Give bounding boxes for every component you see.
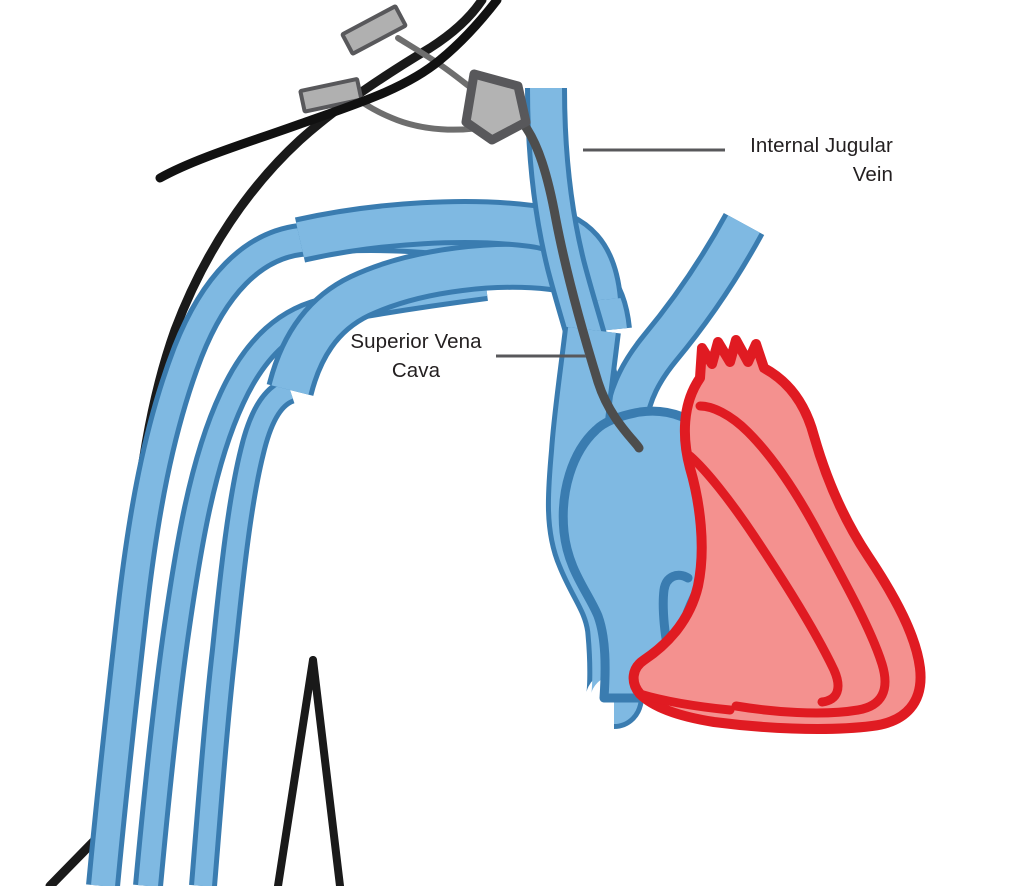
catheter-clamp-lower (298, 77, 364, 114)
catheter-intravascular-line (517, 117, 644, 453)
heart (628, 335, 926, 734)
heart-inferior-border (635, 689, 735, 715)
leader-lines (496, 148, 725, 358)
label-internal-jugular-vein: Internal Jugular Vein (750, 134, 893, 186)
heart-silhouette (628, 335, 926, 734)
label-superior-vena-cava: Superior Vena Cava (350, 330, 482, 382)
torso-outline (274, 656, 344, 886)
catheter-hub (461, 69, 531, 145)
venous-system (86, 87, 849, 886)
catheter-black-line (155, 0, 502, 183)
catheter-clamp-upper (340, 4, 408, 56)
heart-aorta-contour (695, 401, 890, 718)
heart-ventricle-fold (685, 451, 843, 707)
